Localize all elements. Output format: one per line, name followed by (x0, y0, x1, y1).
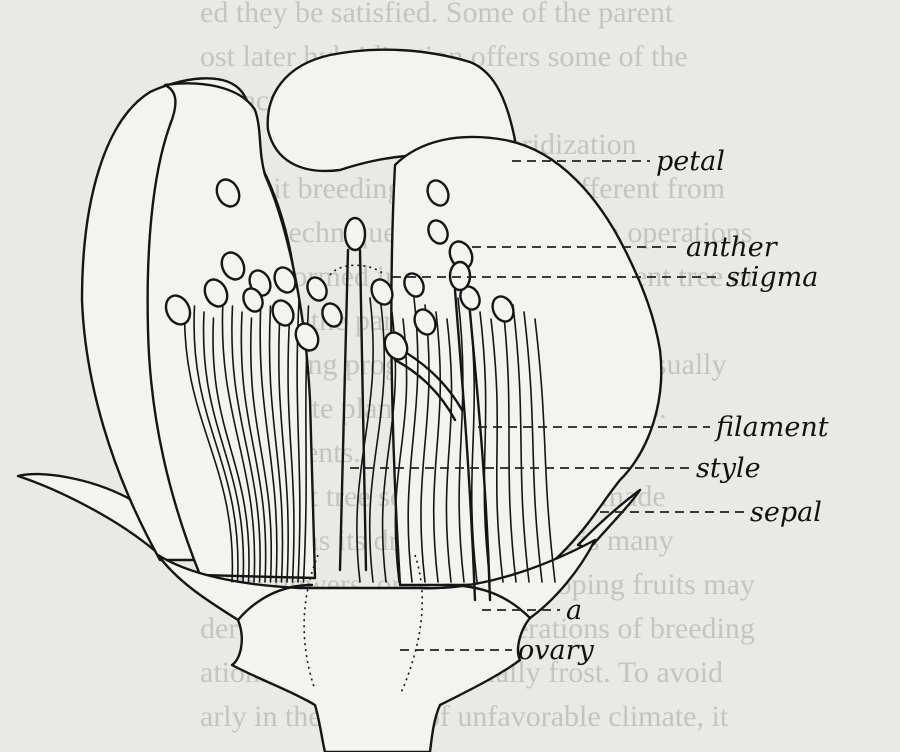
petal-right (390, 135, 663, 587)
filament (212, 317, 250, 583)
ovary-outline (236, 583, 532, 622)
filament (534, 318, 556, 583)
filament (240, 311, 267, 583)
anther (242, 287, 264, 313)
anther (321, 302, 343, 328)
filament (394, 318, 408, 583)
anther (215, 178, 241, 208)
anther (306, 276, 328, 302)
filament (445, 318, 453, 583)
anther (203, 278, 229, 308)
filament (512, 304, 530, 583)
stigma-right (448, 260, 472, 292)
filament (356, 297, 374, 583)
anther (491, 295, 515, 323)
filament (249, 317, 273, 583)
ovary-cavity (303, 554, 423, 696)
filament (202, 311, 245, 583)
filament (432, 311, 442, 583)
anther (413, 308, 437, 336)
background-text-line: arly in the regions of unfavorable clima… (200, 700, 729, 733)
filament (501, 297, 517, 583)
background-text-line: ed they be satisfied. Some of the parent (200, 0, 674, 29)
filament (368, 304, 386, 583)
filament (278, 311, 289, 583)
filament (420, 304, 430, 583)
anther (220, 251, 246, 281)
filament-bundle-right (356, 297, 556, 583)
ovary-cavity-top (329, 264, 386, 276)
anther (403, 272, 425, 298)
anther (370, 278, 394, 306)
anther (164, 294, 192, 326)
label-style: style (696, 453, 761, 484)
filament (287, 317, 295, 583)
style-right (453, 288, 492, 602)
filament (193, 305, 239, 583)
filament (268, 305, 284, 583)
anther (271, 299, 295, 327)
style-left (338, 248, 368, 572)
anther (273, 266, 297, 294)
filament (479, 311, 491, 583)
label-sepal: sepal (750, 497, 822, 528)
label-a: a (566, 595, 582, 626)
anther (383, 331, 409, 361)
filament (490, 318, 504, 583)
label-anther: anther (686, 232, 779, 263)
anther (426, 179, 450, 207)
anther (294, 322, 320, 352)
filament (407, 297, 419, 583)
filament (221, 299, 256, 583)
label-ovary: ovary (518, 635, 595, 666)
receptacle (156, 538, 597, 752)
label-filament: filament (714, 412, 829, 443)
filament (231, 305, 261, 583)
filament (523, 311, 543, 583)
anther (427, 219, 449, 245)
filament (259, 299, 278, 583)
label-petal: petal (656, 146, 725, 177)
label-stigma: stigma (726, 262, 818, 293)
filament (457, 297, 465, 583)
anther-group (164, 178, 515, 361)
right-sepal (576, 488, 642, 550)
stigma-center (343, 216, 367, 252)
filament (183, 299, 234, 583)
